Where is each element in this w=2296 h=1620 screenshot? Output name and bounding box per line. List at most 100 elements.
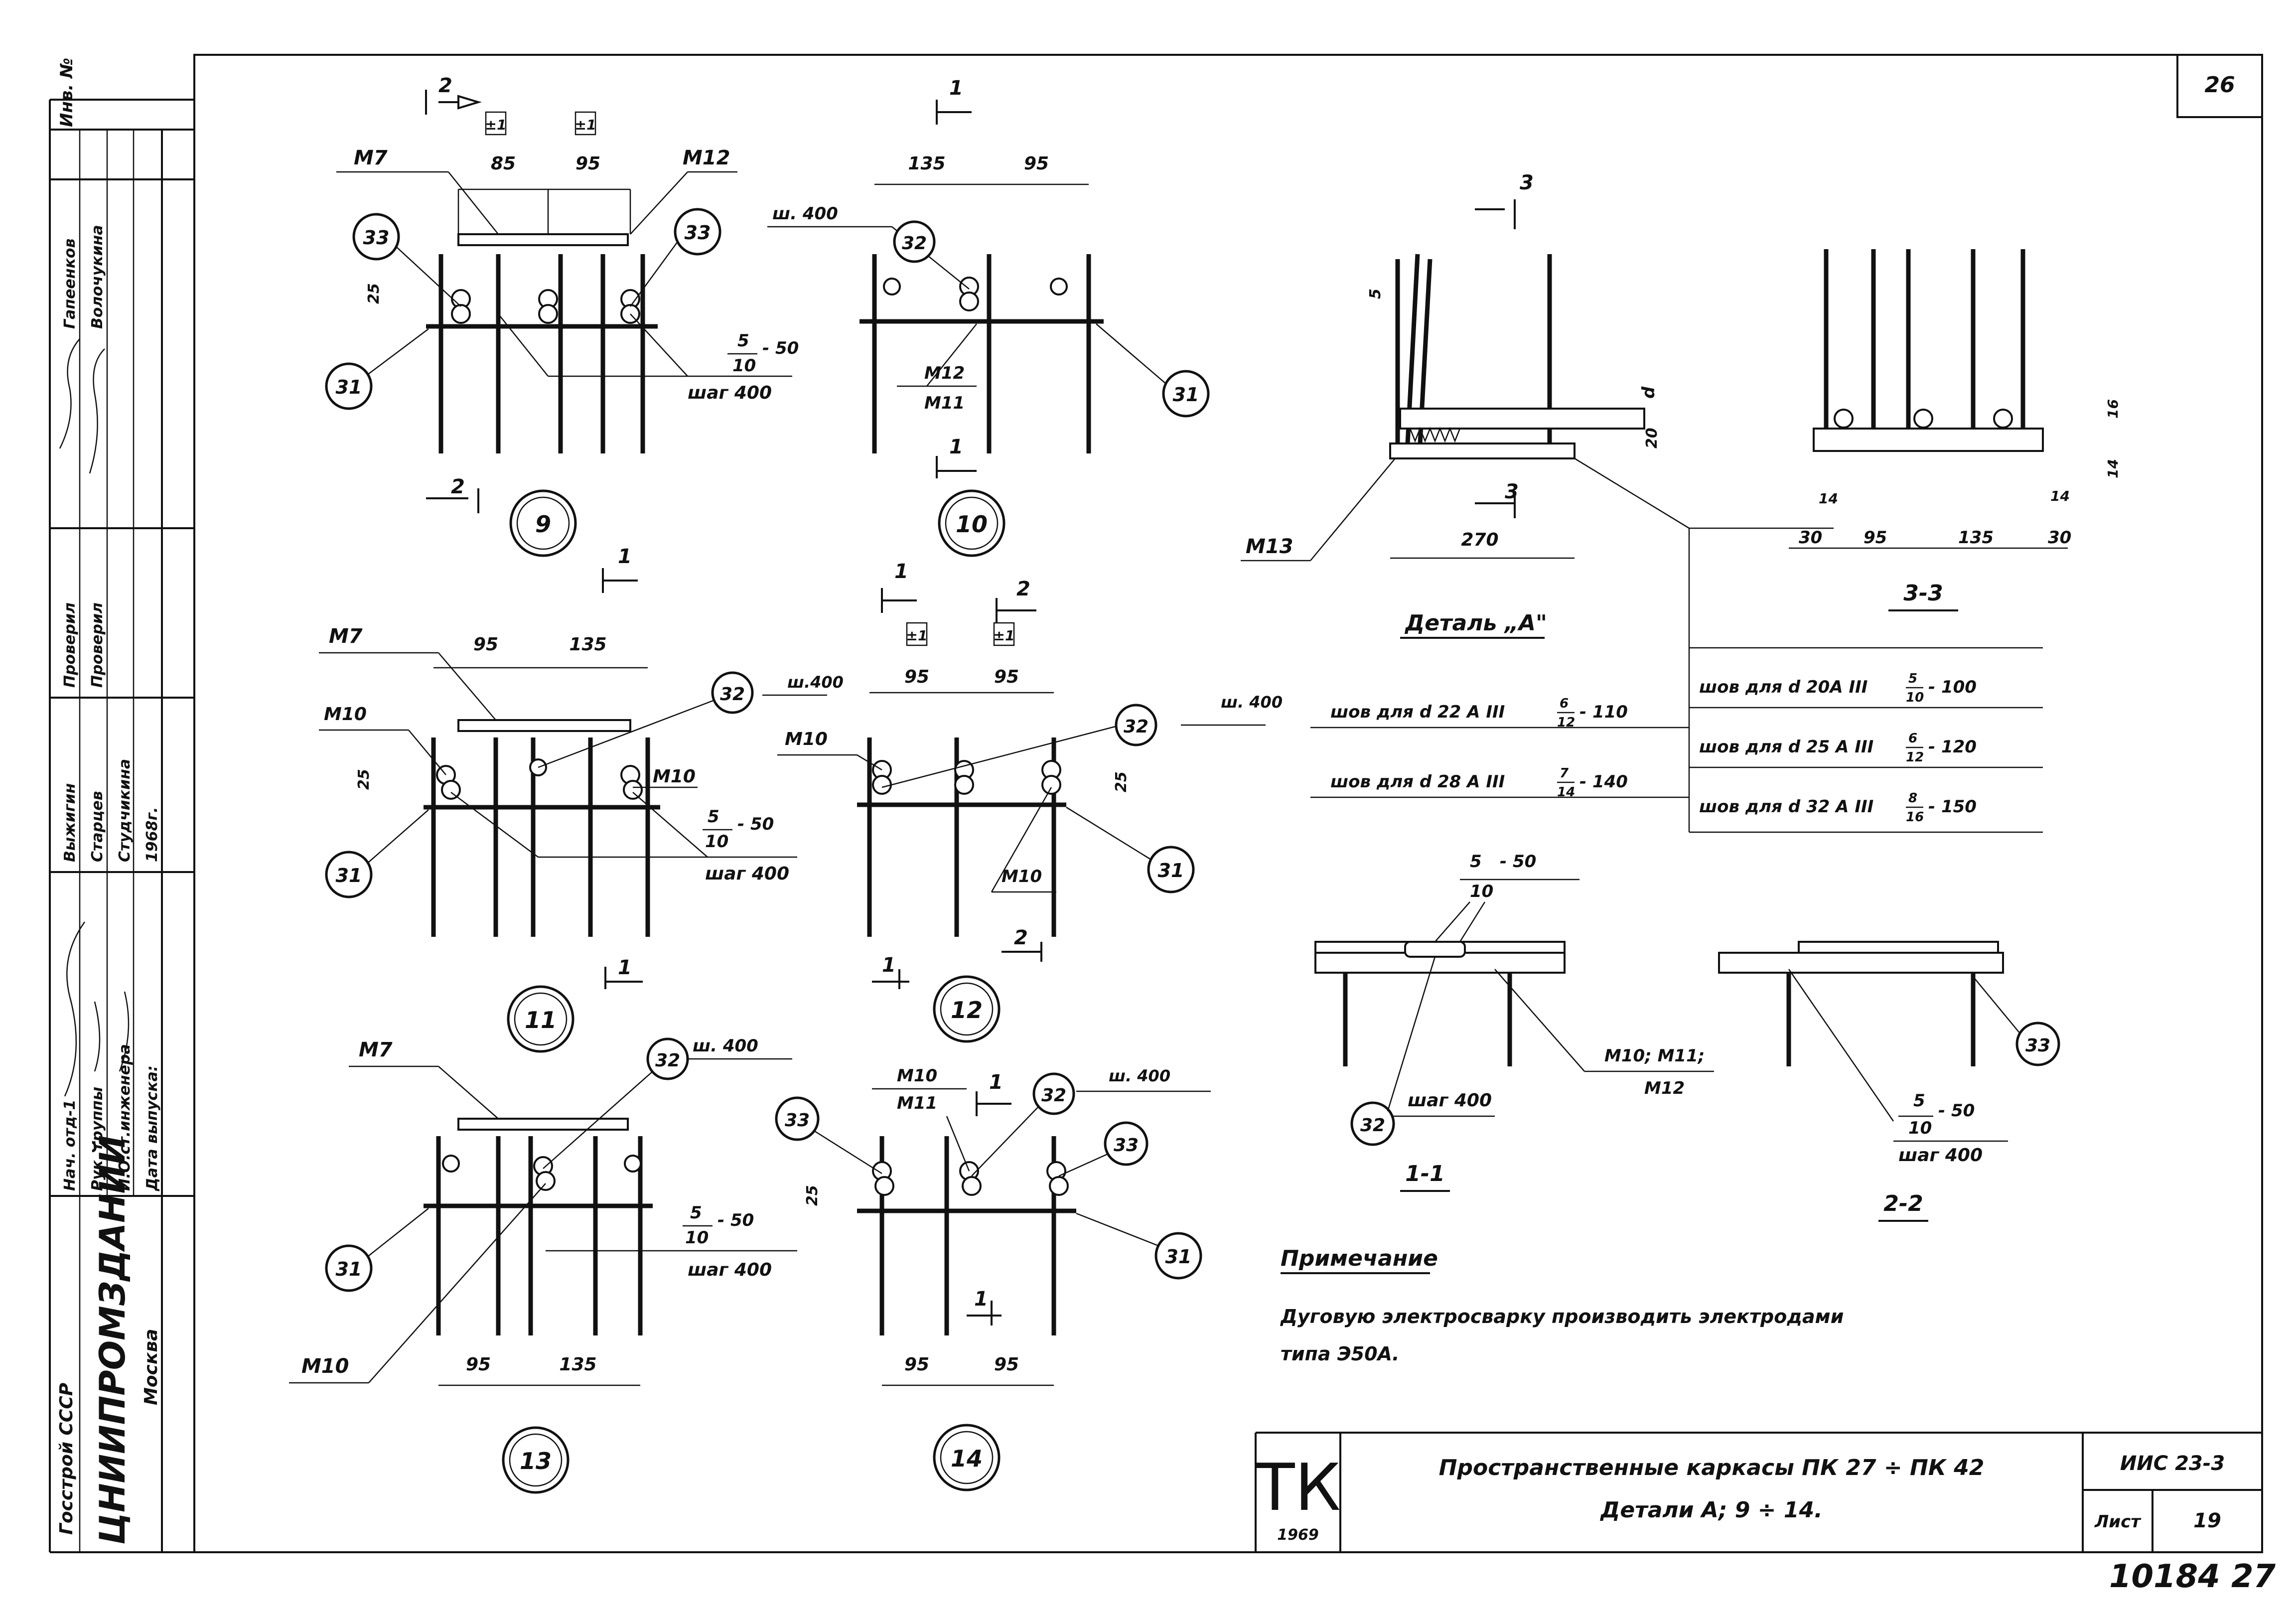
d14-ref-31-text: 31 <box>1165 1246 1192 1268</box>
d11-weld-num: 5 <box>708 807 719 827</box>
d12-ref-32 <box>1115 704 1157 746</box>
d13-label-m10: М10 <box>301 1355 349 1378</box>
s11-ref-32-text: 32 <box>1360 1115 1385 1136</box>
s11-step: шаг 400 <box>1408 1090 1492 1111</box>
detail-13-marker <box>502 1426 570 1494</box>
d11-label-m10-right: М10 <box>653 766 696 787</box>
d10-label-m12: М12 <box>924 363 965 383</box>
archive-number: 10184 27 <box>2109 1558 2276 1595</box>
note-block: Примечание Дуговую электросварку произво… <box>1280 1246 1844 1365</box>
d11-dim-135: 135 <box>569 634 606 655</box>
weld-right-2-len: - 120 <box>1928 737 1977 757</box>
detail-14-marker <box>933 1424 1001 1491</box>
name-2: Старцев <box>89 791 106 862</box>
detail-11: 95 135 25 М7 М10 М10 ш.400 32 31 5 10 - … <box>319 545 844 1053</box>
weld-right-1-len: - 100 <box>1928 677 1977 697</box>
d13-ref-31 <box>325 1244 373 1292</box>
s11-ref-32 <box>1350 1101 1395 1146</box>
role-2: Рук. группы <box>89 1087 106 1191</box>
s11-label-2: М12 <box>1644 1078 1685 1098</box>
d10-ref-31 <box>1162 370 1210 418</box>
name-1: Выжигин <box>61 783 79 862</box>
detail-14-number: 14 <box>951 1445 983 1472</box>
d12-section-bottom-2: 2 <box>1014 926 1028 949</box>
d13-step: шаг 400 <box>688 1260 772 1280</box>
d11-step: шаг 400 <box>705 864 789 884</box>
detail-13-number: 13 <box>520 1448 552 1474</box>
d13-weld-num: 5 <box>690 1203 702 1223</box>
d11-label-m10-left: М10 <box>324 704 367 725</box>
weld-left-2-num: 7 <box>1560 766 1569 781</box>
detail-a-section-bottom: 3 <box>1505 480 1519 503</box>
detail-9: 85 95 25 М7 М12 33 33 31 5 10 - 50 шаг 4… <box>325 74 799 557</box>
section-3-3: 30 95 135 30 16 14 14 14 3-3 шов для d 2… <box>1688 249 2121 833</box>
d14-section-top: 1 <box>989 1071 1003 1094</box>
note-line-2: типа Э50А. <box>1281 1343 1399 1365</box>
s11-weld-den: 10 <box>1470 882 1493 901</box>
section-3-3-title: 3-3 <box>1903 581 1943 606</box>
d12-label-m10-left: М10 <box>785 729 828 749</box>
detail-a: 3 3 270 20 d 5 М13 Деталь „А" шов для d … <box>1241 171 1690 800</box>
d9-label-m7: М7 <box>354 147 388 169</box>
d14-section-bottom: 1 <box>974 1288 988 1311</box>
series-code: ИИС 23-3 <box>2120 1452 2225 1475</box>
title-line-1: Пространственные каркасы ПК 27 ÷ ПК 42 <box>1439 1455 1985 1480</box>
s11-weld-len: - 50 <box>1500 852 1536 872</box>
d12-section-bottom-1: 1 <box>882 954 896 977</box>
title-block: ТК 1969 Пространственные каркасы ПК 27 ÷… <box>1255 1432 2276 1595</box>
d10-label-m11: М11 <box>924 393 965 413</box>
s22-weld-den: 10 <box>1908 1118 1932 1138</box>
detail-a-label-d: d <box>1639 386 1659 399</box>
d12-mark-2: ±1 <box>994 627 1015 644</box>
detail-a-title: Деталь „А" <box>1404 610 1547 636</box>
d9-ref-31-text: 31 <box>336 376 362 398</box>
weld-right-2-den: 12 <box>1906 750 1924 765</box>
d12-label-m10-right: М10 <box>1002 867 1042 886</box>
s11-weld-num: 5 <box>1470 852 1482 872</box>
checker-2: Волочукина <box>89 225 106 329</box>
d9-mark-2: ±1 <box>575 117 596 133</box>
s22-weld-len: - 50 <box>1938 1101 1975 1121</box>
signature-checkers <box>59 338 105 474</box>
s33-dim-14-left: 14 <box>1819 490 1838 507</box>
org-city: Москва <box>141 1329 161 1405</box>
d12-dim-25: 25 <box>1113 771 1130 792</box>
d12-label-sh400: ш. 400 <box>1221 693 1283 712</box>
d11-ref-32 <box>711 671 754 714</box>
d9-step: шаг 400 <box>688 383 772 403</box>
s22-ref-33 <box>2015 1022 2060 1066</box>
d9-ref-33-left <box>352 213 400 261</box>
detail-a-label-m13: М13 <box>1246 535 1293 558</box>
d12-section-top-1: 1 <box>894 560 908 583</box>
d9-mark-1: ±1 <box>485 117 507 133</box>
detail-12-number: 12 <box>951 997 983 1024</box>
detail-11-number: 11 <box>525 1007 557 1033</box>
d11-label-sh400: ш.400 <box>787 673 844 692</box>
role-1: Нач. отд-1 <box>61 1100 79 1191</box>
d13-ref-31-text: 31 <box>336 1258 362 1280</box>
d10-section-top: 1 <box>949 77 963 100</box>
weld-left-1-len: - 110 <box>1579 702 1628 722</box>
weld-right-1-text: шов для d 20А III <box>1699 677 1867 697</box>
stamp-code: ТК <box>1255 1450 1341 1525</box>
d10-dim-95: 95 <box>1024 153 1049 174</box>
sheet-number: 19 <box>2193 1509 2221 1532</box>
page-number: 26 <box>2204 72 2235 98</box>
d11-dim-25: 25 <box>355 769 373 790</box>
d13-ref-32 <box>646 1037 689 1080</box>
s33-dim-95: 95 <box>1864 528 1887 548</box>
d10-ref-32-text: 32 <box>902 233 927 254</box>
d9-section-top: 2 <box>438 74 452 97</box>
left-title-block: Инв. № Гапеенков Волочукина Проверил Про… <box>49 58 194 1552</box>
s33-dim-30-right: 30 <box>2048 528 2071 548</box>
d11-weld-len: - 50 <box>737 814 774 834</box>
d11-ref-31 <box>325 851 373 898</box>
d14-label-sh400: ш. 400 <box>1109 1066 1170 1085</box>
weld-left-2-len: - 140 <box>1579 772 1628 792</box>
weld-right-3-den: 16 <box>1906 810 1924 825</box>
stamp-year: 1969 <box>1277 1526 1319 1544</box>
d9-weld-num: 5 <box>737 331 749 351</box>
d9-weld-len: - 50 <box>762 338 799 358</box>
d9-dim-25: 25 <box>365 283 383 304</box>
